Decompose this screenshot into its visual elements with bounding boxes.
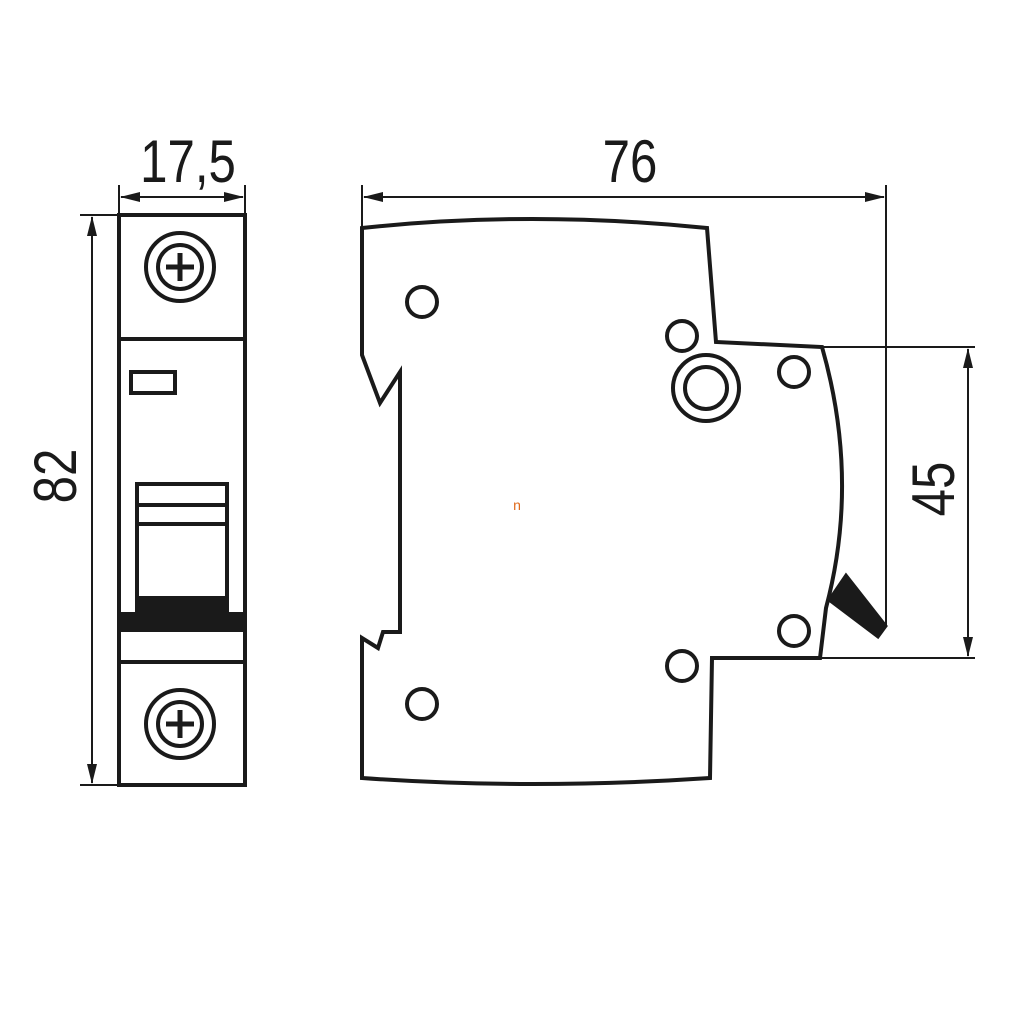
mounting-hole-upper-right-icon	[777, 355, 811, 389]
mounting-hole-bottom-left-icon	[405, 687, 439, 721]
top-terminal-screw-icon	[144, 231, 216, 303]
front-width-label: 17,5	[140, 127, 236, 195]
mounting-hole-top-left-icon	[405, 285, 439, 319]
toggle-lever	[135, 482, 229, 616]
front-toggle-base	[119, 612, 245, 632]
side-depth-dimension	[361, 185, 887, 625]
side-body-outline	[360, 217, 845, 786]
mounting-hole-lower-mid-icon	[665, 649, 699, 683]
front-body-outline	[117, 213, 247, 787]
bottom-terminal-screw-icon	[144, 688, 216, 760]
front-height-dimension	[80, 214, 119, 786]
mounting-hole-upper-mid-icon	[665, 319, 699, 353]
mounting-hole-lower-right-icon	[777, 614, 811, 648]
front-height-label: 82	[21, 449, 89, 504]
pivot-rivet-icon	[671, 353, 741, 423]
status-indicator-window	[129, 370, 177, 395]
side-view	[360, 217, 888, 786]
side-front-height-label: 45	[899, 462, 967, 517]
front-width-dimension	[118, 185, 246, 215]
side-toggle-lever	[826, 572, 888, 640]
center-mark: n	[513, 497, 521, 513]
side-depth-label: 76	[603, 127, 658, 195]
front-view	[117, 213, 247, 787]
side-front-height-dimension	[820, 346, 975, 659]
